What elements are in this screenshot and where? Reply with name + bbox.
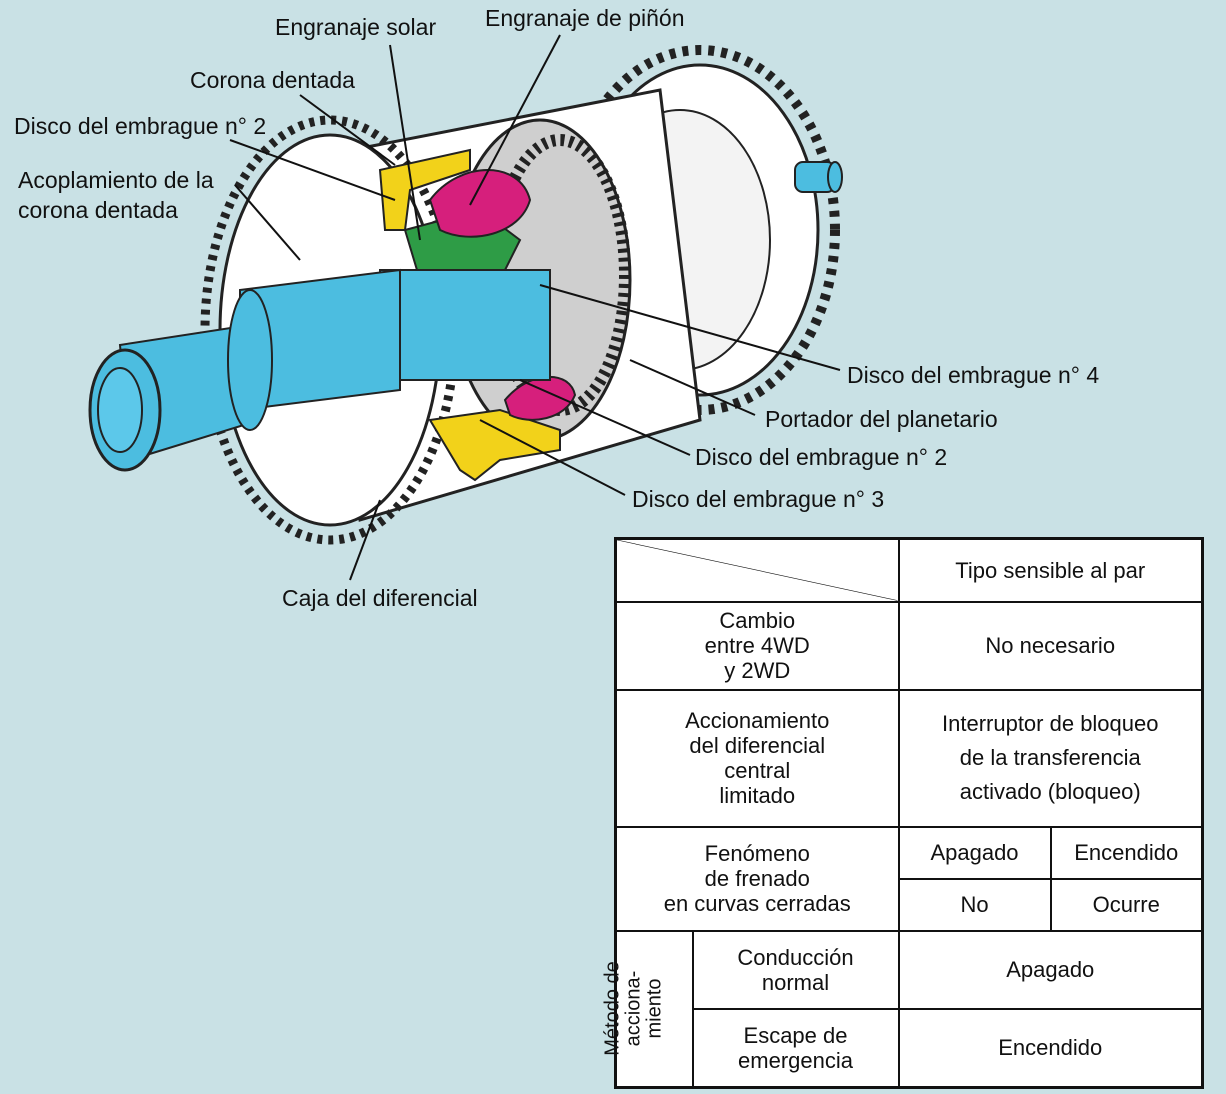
row-switch-label: Cambio entre 4WD y 2WD [614,600,900,691]
braking-on-result: Ocurre [1050,877,1204,932]
label-clutch-disc-4: Disco del embrague n° 4 [847,362,1099,388]
normal-driving-value: Apagado [897,929,1204,1010]
method-label-text: Método de acciona- miento [601,961,666,1057]
braking-off: Apagado [897,825,1052,880]
braking-on: Encendido [1050,825,1204,880]
label-ring-gear: Corona dentada [190,67,355,93]
label-ring-gear-coupling: Acoplamiento de la corona dentada [18,167,220,223]
label-differential-case: Caja del diferencial [282,585,478,611]
corner-cell [614,537,900,603]
header-torque-type: Tipo sensible al par [897,537,1204,603]
emergency-escape-value: Encendido [897,1007,1204,1089]
row-braking-label: Fenómeno de frenado en curvas cerradas [614,825,900,932]
label-planetary-carrier: Portador del planetario [765,406,998,432]
pinion-gears [428,169,577,421]
braking-off-result: No [897,877,1052,932]
comparison-table: Tipo sensible al par Cambio entre 4WD y … [602,537,1204,1089]
label-pinion-gear: Engranaje de piñón [485,5,685,31]
leader-lines [229,34,841,581]
row-switch-value: No necesario [897,600,1204,691]
row-lsd-value: Interruptor de bloqueo de la transferenc… [897,688,1204,828]
label-clutch-disc-3: Disco del embrague n° 3 [632,486,884,512]
label-clutch-disc-2-bottom: Disco del embrague n° 2 [695,444,947,470]
normal-driving-label: Conducción normal [691,929,900,1010]
label-clutch-disc-2-top: Disco del embrague n° 2 [14,113,266,139]
method-label: Método de acciona- miento [602,929,694,1089]
input-shaft [88,268,551,472]
row-lsd-label: Accionamiento del diferencial central li… [614,688,900,828]
label-sun-gear: Engranaje solar [275,14,436,40]
output-spline [794,161,843,193]
emergency-escape-label: Escape de emergencia [691,1007,900,1089]
